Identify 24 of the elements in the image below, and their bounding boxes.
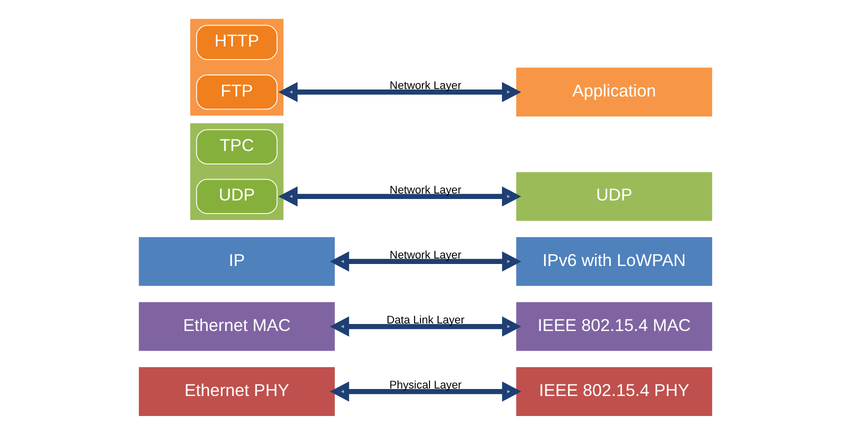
- arrow: [330, 381, 522, 402]
- edge-label: Network Layer: [390, 80, 462, 92]
- cluster: [189, 18, 284, 116]
- node-box: IEEE 802.15.4 PHY: [515, 366, 713, 417]
- node-box: Ethernet PHY: [138, 366, 336, 417]
- node-box: IP: [138, 236, 336, 287]
- arrow: [330, 316, 522, 337]
- node-box: IPv6 with LoWPAN: [515, 236, 713, 287]
- arrow: [330, 251, 522, 272]
- node-box: TPC: [196, 129, 278, 164]
- node-box: UDP: [196, 178, 278, 214]
- edge-label: Network Layer: [390, 184, 462, 196]
- edge-label: Physical Layer: [389, 379, 462, 392]
- edge-label: Data Link Layer: [386, 314, 464, 326]
- arrow: [278, 82, 522, 102]
- node-box: UDP: [515, 171, 713, 222]
- cluster: [189, 122, 284, 221]
- node-box: Application: [515, 66, 713, 118]
- edge-label: Network Layer: [390, 249, 462, 262]
- node-box: IEEE 802.15.4 MAC: [515, 301, 713, 352]
- node-box: FTP: [196, 74, 278, 110]
- node-box: HTTP: [196, 24, 278, 60]
- arrow: [278, 186, 522, 207]
- node-box: Ethernet MAC: [138, 301, 336, 352]
